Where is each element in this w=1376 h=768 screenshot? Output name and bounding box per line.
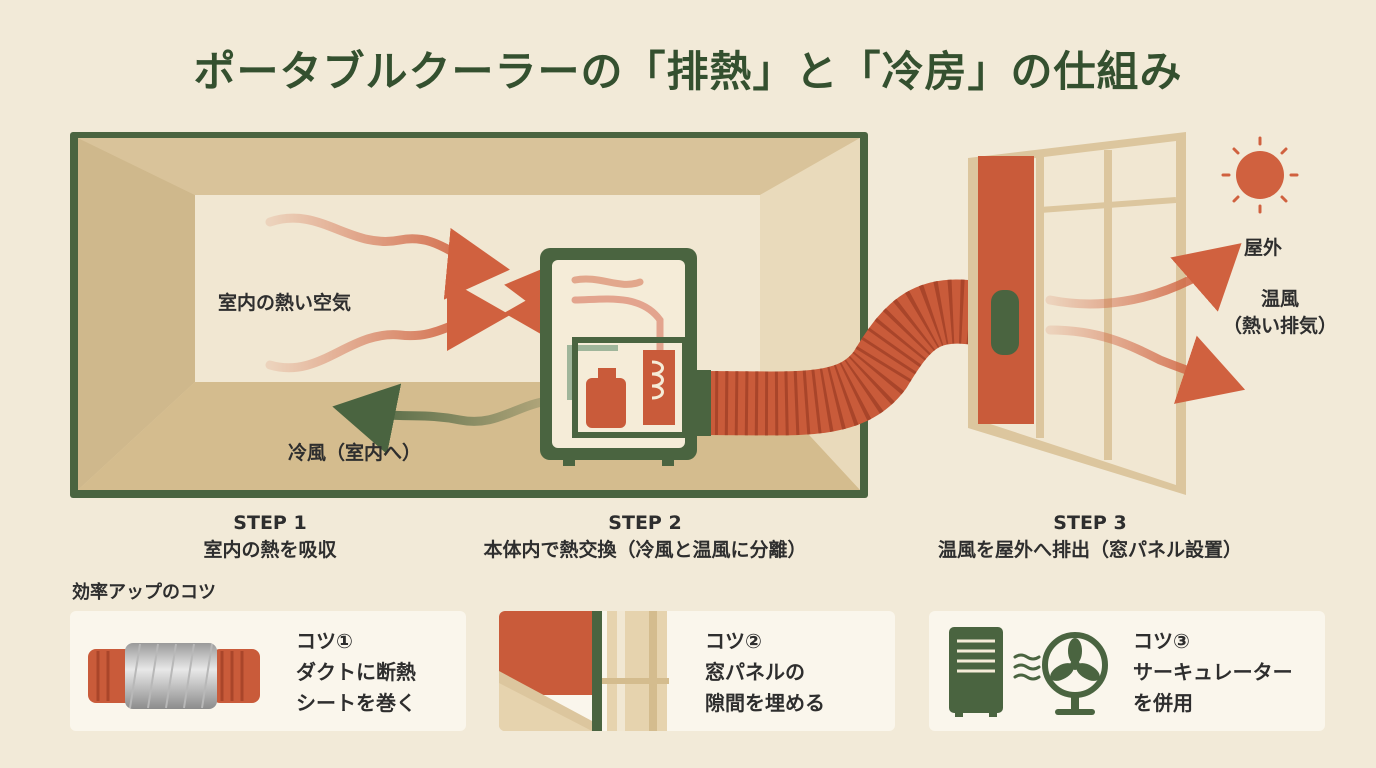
step-2-text: 本体内で熱交換（冷風と温風に分離） [483, 539, 807, 561]
warm-air-label: 温風 （熱い排気） [1200, 284, 1360, 338]
tip-1-line1: ダクトに断熱 [296, 660, 416, 684]
step-3: STEP 3 温風を屋外へ排出（窓パネル設置） [880, 510, 1300, 564]
indoor-hot-air-label: 室内の熱い空気 [218, 292, 352, 314]
tip-3-title: コツ③ [1133, 629, 1190, 653]
step-3-label: STEP 3 [1053, 512, 1127, 534]
outdoor-exhaust-arrows [1045, 243, 1246, 404]
warm-air-subtitle: （熱い排気） [1222, 315, 1337, 337]
exhaust-duct [704, 279, 1008, 436]
tip-card-2: コツ② 窓パネルの 隙間を埋める [499, 611, 895, 731]
page-title: ポータブルクーラーの「排熱」と「冷房」の仕組み [193, 47, 1183, 96]
tip-2-title: コツ② [705, 629, 762, 653]
portable-cooler [540, 248, 711, 466]
tip-3-line2: を併用 [1133, 691, 1193, 715]
step-1-label: STEP 1 [233, 512, 307, 534]
cool-air-label: 冷風（室内へ） [288, 442, 422, 464]
tip-3-text: コツ③ サーキュレーター を併用 [1133, 626, 1293, 719]
tip-1-title: コツ① [296, 629, 353, 653]
sun-icon [1221, 136, 1299, 214]
window-frame [968, 132, 1186, 495]
insulated-duct-icon [88, 643, 260, 709]
tip-card-1: コツ① ダクトに断熱 シートを巻く [70, 611, 466, 731]
tip-1-text: コツ① ダクトに断熱 シートを巻く [296, 626, 416, 719]
step-2: STEP 2 本体内で熱交換（冷風と温風に分離） [430, 510, 860, 564]
outdoor-label: 屋外 [1244, 237, 1283, 259]
tip-card-3: コツ③ サーキュレーター を併用 [929, 611, 1325, 731]
window-panel-icon [499, 611, 669, 731]
step-3-text: 温風を屋外へ排出（窓パネル設置） [937, 539, 1242, 561]
tips-title: 効率アップのコツ [72, 582, 216, 603]
tip-2-text: コツ② 窓パネルの 隙間を埋める [705, 626, 825, 719]
warm-air-title: 温風 [1260, 288, 1299, 310]
circulator-fan-icon [949, 627, 1108, 717]
tip-1-line2: シートを巻く [296, 691, 416, 715]
tip-3-line1: サーキュレーター [1133, 660, 1293, 684]
step-1-text: 室内の熱を吸収 [203, 539, 337, 561]
step-1: STEP 1 室内の熱を吸収 [140, 510, 400, 564]
cool-air-arrow [332, 383, 565, 455]
tip-2-line2: 隙間を埋める [705, 691, 825, 715]
tip-2-line1: 窓パネルの [705, 660, 805, 684]
step-2-label: STEP 2 [608, 512, 682, 534]
